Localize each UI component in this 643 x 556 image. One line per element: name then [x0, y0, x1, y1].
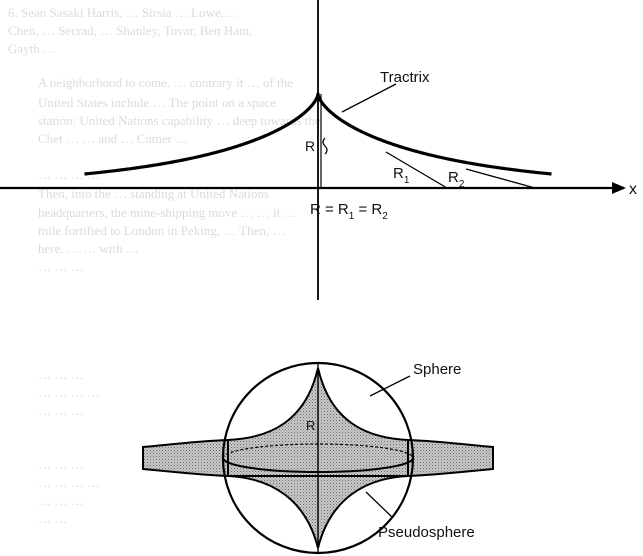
- pseudosphere-leader-line: [365, 491, 393, 518]
- pseudosphere-horn-left: [142, 438, 229, 478]
- r1-label-subscript: 1: [404, 175, 410, 186]
- tractrix-leader-line: [341, 83, 397, 113]
- r2-label-subscript: 2: [459, 179, 465, 190]
- tangent-r2-segment: [465, 168, 536, 189]
- pseudosphere-horn-right: [407, 438, 494, 478]
- sphere-leader-line: [369, 375, 411, 397]
- r1-label-main: R: [393, 165, 404, 182]
- tractrix-diagram: R R1 R2 Tractrix x R = R1 = R2: [0, 0, 637, 300]
- pseudosphere-label: Pseudosphere: [378, 524, 475, 541]
- x-axis-label: x: [629, 181, 637, 198]
- relation-sub-2: 2: [382, 211, 388, 222]
- r2-label: R2: [448, 169, 465, 190]
- r2-label-main: R: [448, 169, 459, 186]
- tractrix-curve: [84, 92, 552, 176]
- radius-r-brace: [322, 137, 328, 155]
- tractrix-label: Tractrix: [380, 69, 430, 86]
- sphere-label: Sphere: [413, 361, 461, 378]
- relation-part-2: = R: [354, 201, 382, 218]
- relation-part-1: R = R: [310, 201, 349, 218]
- r1-label: R1: [393, 165, 410, 186]
- relation-sub-1: 1: [349, 211, 355, 222]
- sphere-pseudosphere-diagram: R Sphere Pseudosphere: [142, 361, 494, 555]
- radius-r-label: R: [305, 138, 315, 154]
- pseudosphere-radius-label: R: [306, 418, 315, 433]
- tangent-r1-segment: [385, 151, 448, 189]
- radius-relation: R = R1 = R2: [310, 201, 388, 222]
